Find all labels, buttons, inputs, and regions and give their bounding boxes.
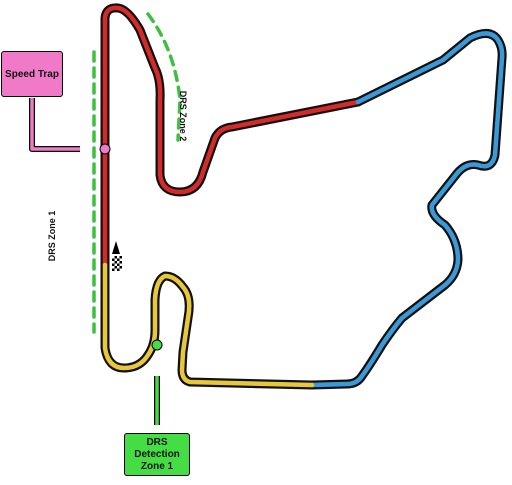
checkered-flag-icon xyxy=(112,256,122,271)
sector-2-track xyxy=(309,31,505,388)
sector-3-outline xyxy=(100,3,363,270)
direction-arrow-icon xyxy=(112,241,120,254)
sector-2-outline xyxy=(307,29,507,390)
speed-trap-text: Speed Trap xyxy=(5,69,59,80)
drs-zone-2-marker xyxy=(146,12,182,142)
drs-detection-label: DRS Detection Zone 1 xyxy=(124,433,190,476)
drs-zone-1-label: DRS Zone 1 xyxy=(47,210,57,262)
drs-detection-text-2: Detection xyxy=(134,449,180,460)
speed-trap-connector-fill xyxy=(30,98,80,151)
sector-1-track xyxy=(102,262,315,388)
drs-zone-2-label: DRS Zone 2 xyxy=(178,90,188,142)
drs-detection-text-3: Zone 1 xyxy=(140,461,174,472)
sector-3-track xyxy=(102,5,361,268)
drs-detection-text-1: DRS xyxy=(146,437,168,448)
speed-trap-label: Speed Trap xyxy=(1,51,63,97)
speed-trap-point xyxy=(99,143,111,155)
speed-trap-connector xyxy=(29,98,80,152)
drs-detection-point xyxy=(151,339,163,351)
